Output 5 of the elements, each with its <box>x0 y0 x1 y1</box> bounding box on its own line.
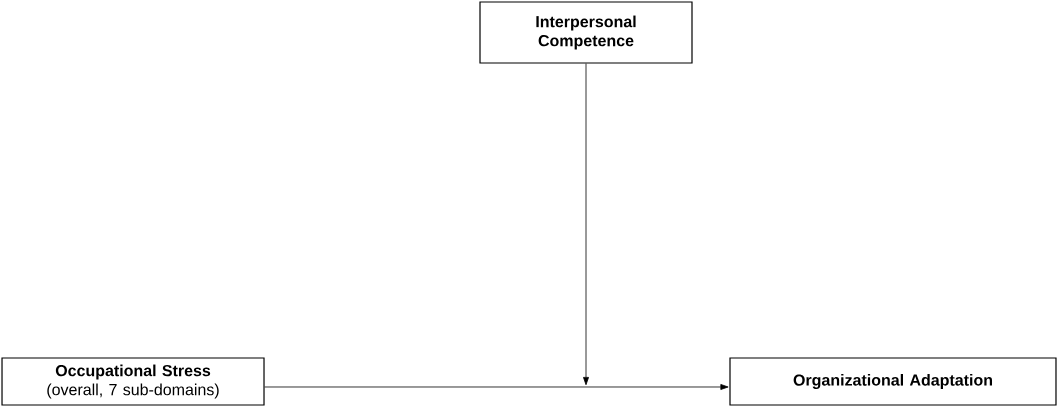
box: Organizational Adaptation <box>729 357 1057 406</box>
box: Interpersonal Competence <box>479 1 693 64</box>
arrow <box>583 63 589 386</box>
arrow <box>264 384 729 390</box>
box: Occupational Stress (overall, 7 sub-domains) <box>1 357 265 406</box>
